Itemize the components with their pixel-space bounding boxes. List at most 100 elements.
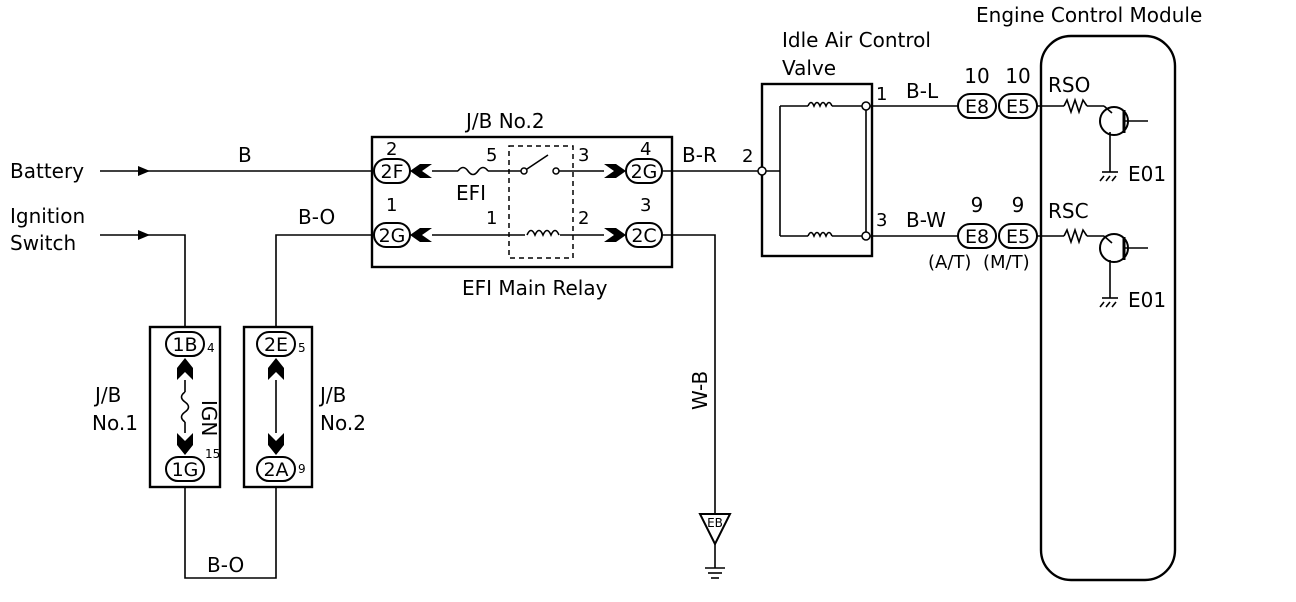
relay-switch-contact — [523, 154, 549, 172]
at-label: (A/T) — [928, 252, 971, 273]
ecm-title: Engine Control Module — [976, 3, 1202, 27]
pin-2c-number: 3 — [640, 195, 651, 216]
iacv-terminal-3 — [861, 231, 871, 241]
connector-arrow-2g-right — [604, 164, 626, 178]
rsc-ground-hatch3 — [1111, 301, 1117, 308]
b-o-feed-wire — [275, 234, 372, 327]
iacv-pin-1: 1 — [876, 84, 887, 105]
connector-e8-bottom — [957, 223, 997, 249]
iacv-coil2-icon — [807, 231, 833, 239]
connector-e5-top-label: E5 — [1006, 96, 1030, 118]
battery-arrow — [138, 166, 150, 176]
iacv-terminal-1 — [861, 101, 871, 111]
jb1-label-line1: J/B — [93, 383, 121, 407]
rso-ground-hatch2 — [1105, 175, 1111, 182]
ignition-label-line2: Switch — [10, 231, 76, 255]
connector-arrow-2f — [410, 164, 432, 178]
jb1-label-line2: No.1 — [92, 411, 138, 435]
iacv-coil1-icon — [807, 101, 833, 109]
connector-e8-top-pin: 10 — [964, 64, 989, 88]
rsc-ground-hatch2 — [1105, 301, 1111, 308]
b-w-wire-color: B-W — [906, 208, 946, 232]
connector-2e-pin: 5 — [298, 341, 306, 355]
relay-coil-icon — [526, 229, 560, 237]
jb2-small-box — [242, 325, 314, 489]
ecm-box — [1039, 34, 1177, 582]
e01-label-bottom: E01 — [1128, 288, 1166, 312]
connector-1g-pin: 15 — [205, 447, 220, 461]
jb2-relay-box — [370, 135, 674, 269]
connector-e8-top-label: E8 — [965, 96, 989, 118]
pin-2f-number: 2 — [386, 139, 397, 160]
jb2-small-label-line1: J/B — [318, 383, 346, 407]
ign-arrow-down — [177, 433, 193, 455]
b-r-wire-color: B-R — [682, 143, 717, 167]
relay-pin-1: 1 — [486, 208, 497, 229]
b-o-feed-wire-color: B-O — [298, 205, 335, 229]
ign-fuse-label: IGN — [197, 400, 221, 436]
bottom-b-o-wire-color: B-O — [207, 553, 244, 577]
ignition-label-line1: Ignition — [10, 204, 85, 228]
connector-2a — [256, 456, 296, 482]
connector-e5-bottom-pin: 9 — [1012, 193, 1025, 217]
efi-main-relay-caption: EFI Main Relay — [462, 276, 608, 300]
rso-base-link — [1103, 105, 1113, 114]
connector-1b — [165, 331, 205, 357]
battery-label: Battery — [10, 159, 84, 183]
ignition-wire — [100, 234, 186, 327]
switch-contact-dot — [552, 167, 560, 175]
ground-wire-color: W-B — [688, 371, 712, 410]
ign-arrow-up — [177, 358, 193, 380]
iacv-terminal-2 — [757, 166, 767, 176]
rso-label: RSO — [1048, 73, 1090, 97]
connector-2a-pin: 9 — [298, 462, 306, 476]
rsc-ground-hatch1 — [1099, 301, 1105, 308]
efi-fuse-label: EFI — [456, 181, 486, 205]
iacv-box — [760, 82, 874, 258]
connector-1g — [165, 456, 205, 482]
connector-2e — [256, 331, 296, 357]
efi-fuse-icon — [457, 166, 489, 176]
connector-arrow-2c — [604, 228, 626, 242]
ignition-arrow — [138, 230, 150, 240]
connector-2a-label: 2A — [263, 459, 288, 481]
connector-2g-left — [373, 222, 411, 248]
connector-e8-bottom-pin: 9 — [971, 193, 984, 217]
mt-label: (M/T) — [983, 252, 1030, 273]
connector-1b-label: 1B — [172, 334, 197, 356]
rso-ground-hatch1 — [1099, 175, 1105, 182]
connector-e8-top — [957, 93, 997, 119]
connector-2g-right-label: 2G — [631, 161, 658, 183]
connector-e5-bottom-label: E5 — [1006, 226, 1030, 248]
ground-eb-label: EB — [707, 516, 723, 530]
relay-pin-3: 3 — [578, 145, 589, 166]
iacv-title-line1: Idle Air Control — [782, 28, 931, 52]
rso-ground-hatch3 — [1111, 175, 1117, 182]
rsc-label: RSC — [1048, 199, 1089, 223]
jb2-small-arrow-up — [268, 358, 284, 380]
relay-dashed-outline — [508, 145, 574, 259]
pin-2g-right-number: 4 — [640, 139, 651, 160]
e01-label-top: E01 — [1128, 162, 1166, 186]
bottom-b-o-wire — [184, 487, 277, 579]
jb2-small-label-line2: No.2 — [320, 411, 366, 435]
rsc-resistor-icon — [1063, 227, 1088, 245]
connector-arrow-2g-left — [410, 228, 432, 242]
relay-pin-5: 5 — [486, 145, 497, 166]
ground-eb-triangle — [698, 513, 732, 547]
b-l-wire-color: B-L — [906, 79, 939, 103]
battery-wire-color: B — [238, 143, 252, 167]
relay-pin-2: 2 — [578, 208, 589, 229]
connector-2g-left-label: 2G — [379, 225, 406, 247]
connector-2c-label: 2C — [631, 225, 656, 247]
pin-2g-left-number: 1 — [386, 195, 397, 216]
iacv-pin-3: 3 — [876, 210, 887, 231]
connector-e5-top-pin: 10 — [1005, 64, 1030, 88]
iacv-pin-2: 2 — [742, 146, 753, 167]
connector-2f — [373, 158, 411, 184]
connector-e8-bottom-label: E8 — [965, 226, 989, 248]
switch-pivot-dot — [520, 167, 528, 175]
iacv-title-line2: Valve — [782, 56, 836, 80]
ground-wire — [662, 234, 716, 514]
